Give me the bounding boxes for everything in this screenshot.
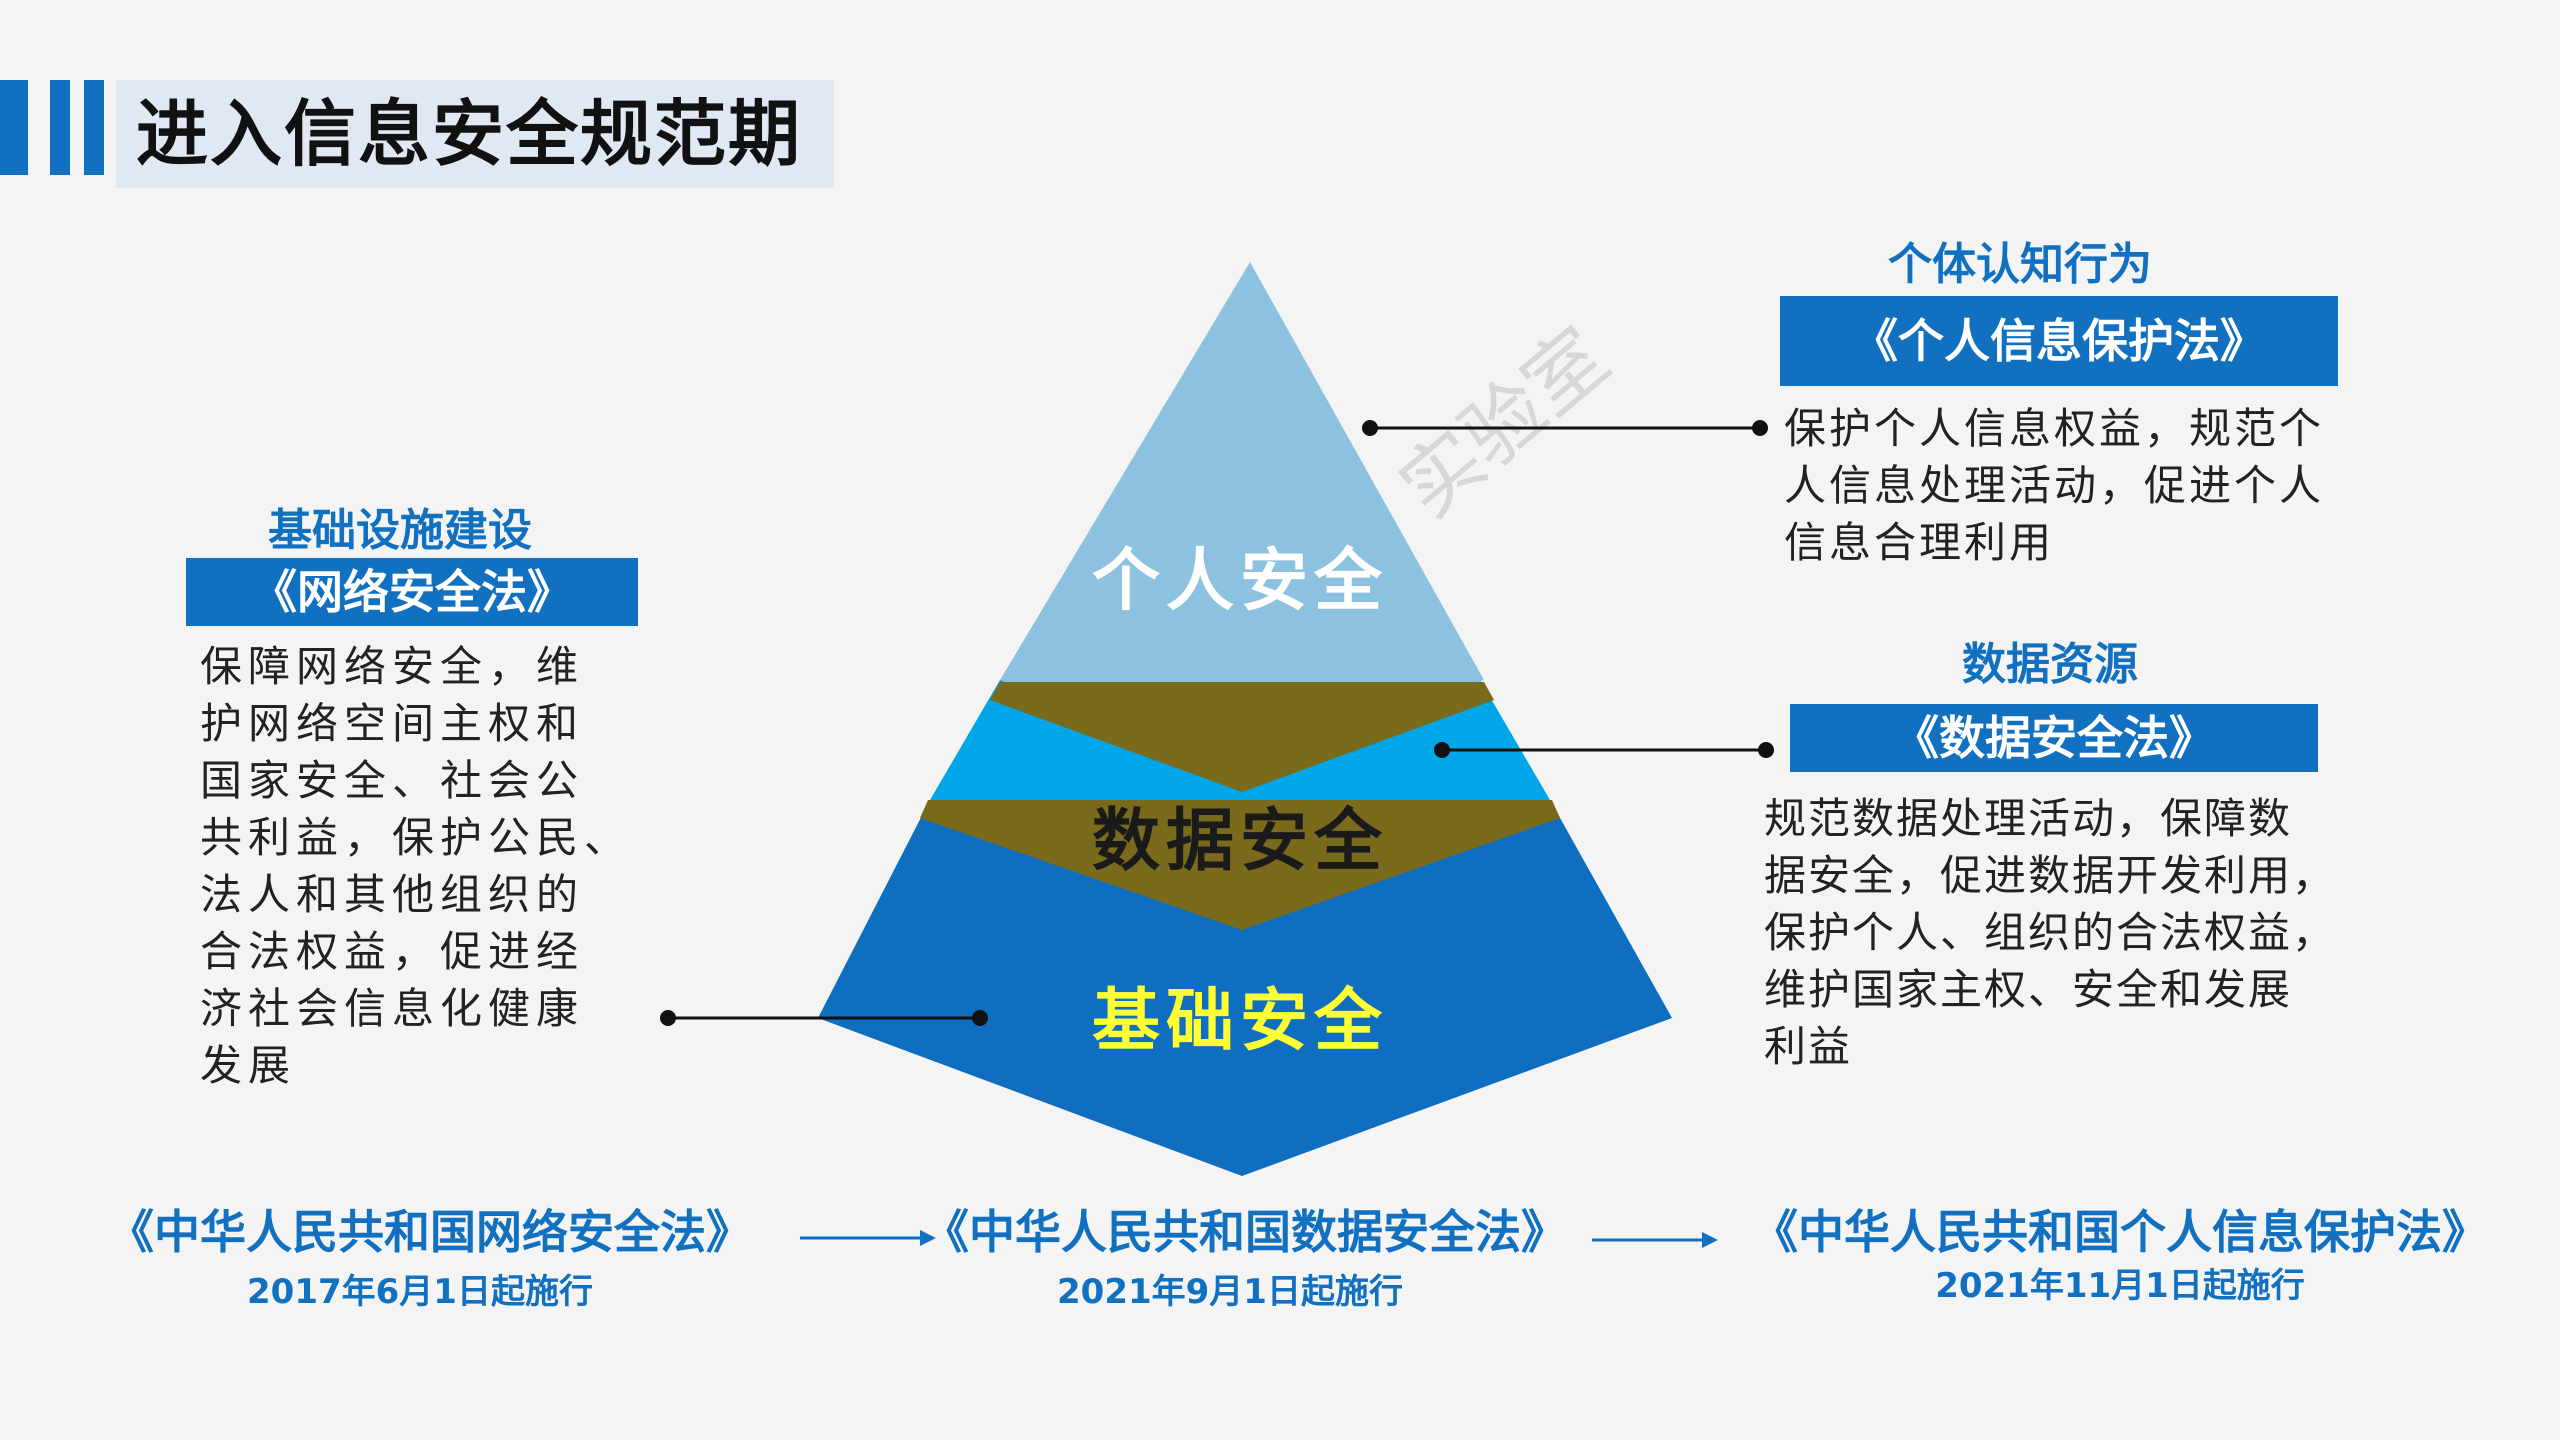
- right-mid-description: 规范数据处理活动，保障数 据安全，促进数据开发利用， 保护个人、组织的合法权益，…: [1764, 790, 2404, 1075]
- pyramid-band-bottom: [920, 800, 1560, 930]
- timeline-date-1: 2017年6月1日起施行: [247, 1272, 593, 1312]
- left-heading: 基础设施建设: [268, 505, 532, 556]
- page-title: 进入信息安全规范期: [136, 92, 803, 176]
- timeline-law-2: 《中华人民共和国数据安全法》: [923, 1205, 1567, 1259]
- timeline-law-3: 《中华人民共和国个人信息保护法》: [1752, 1205, 2488, 1259]
- desc-line: 规范数据处理活动，保障数: [1764, 794, 2293, 843]
- right-mid-heading: 数据资源: [1962, 639, 2138, 690]
- pyramid-bottom-layer: [818, 800, 1672, 1176]
- right-top-heading: 个体认知行为: [1888, 239, 2152, 290]
- desc-line: 保护个人、组织的合法权益，: [1764, 908, 2337, 957]
- desc-line: 护网络空间主权和: [200, 699, 585, 748]
- pyramid-band-top: [990, 682, 1494, 792]
- pyramid-middle-label: 数据安全: [1091, 801, 1388, 881]
- title-background: [116, 80, 834, 188]
- pyramid-top-layer: [1000, 262, 1484, 770]
- timeline-law-1: 《中华人民共和国网络安全法》: [108, 1205, 752, 1259]
- desc-line: 据安全，促进数据开发利用，: [1764, 851, 2337, 900]
- desc-line: 保护个人信息权益，规范个: [1784, 404, 2325, 453]
- desc-line: 利益: [1764, 1022, 1853, 1071]
- desc-line: 法人和其他组织的: [200, 870, 585, 919]
- desc-line: 济社会信息化健康: [200, 984, 585, 1033]
- right-top-description: 保护个人信息权益，规范个 人信息处理活动，促进个人 信息合理利用: [1784, 400, 2384, 571]
- desc-line: 保障网络安全，维: [200, 642, 585, 691]
- timeline-date-3: 2021年11月1日起施行: [1935, 1266, 2305, 1306]
- left-law-box: 《网络安全法》: [186, 558, 638, 626]
- desc-line: 信息合理利用: [1784, 518, 2055, 567]
- pyramid-bottom-label: 基础安全: [1091, 981, 1388, 1061]
- desc-line: 人信息处理活动，促进个人: [1784, 461, 2325, 510]
- right-top-law-box: 《个人信息保护法》: [1780, 296, 2338, 386]
- title-accent-bars: [0, 80, 125, 175]
- desc-line: 国家安全、社会公: [200, 756, 585, 805]
- desc-line: 维护国家主权、安全和发展: [1764, 965, 2293, 1014]
- desc-line: 共利益，保护公民、: [200, 813, 633, 862]
- pyramid-top-label: 个人安全: [1091, 541, 1388, 621]
- left-description: 保障网络安全，维 护网络空间主权和 国家安全、社会公 共利益，保护公民、 法人和…: [200, 638, 640, 1094]
- desc-line: 合法权益，促进经: [200, 927, 585, 976]
- right-mid-law-box: 《数据安全法》: [1790, 704, 2318, 772]
- timeline-date-2: 2021年9月1日起施行: [1057, 1272, 1403, 1312]
- desc-line: 发展: [200, 1041, 297, 1090]
